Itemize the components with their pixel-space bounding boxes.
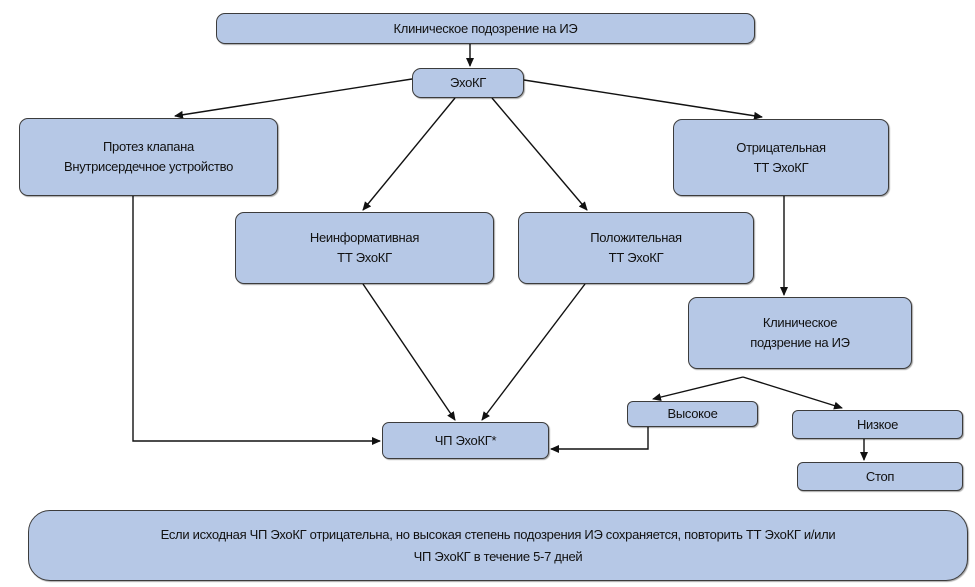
node-label-line-1: Неинформативная <box>309 230 420 245</box>
edge-clinical-low <box>742 376 843 410</box>
node-label-line-2: ТТ ЭхоКГ <box>753 159 809 175</box>
node-label-line-2: подзрение на ИЭ <box>750 335 850 350</box>
node-label-line-2: Внутрисердечное устройство <box>63 159 234 174</box>
edge-echo-noninformative <box>362 97 456 211</box>
edge-echo-positive <box>491 97 588 211</box>
edge-echo-prosthesis <box>174 78 413 119</box>
node-label-line-1: Положительная <box>590 230 682 245</box>
node-low: Низкое <box>792 410 963 439</box>
node-label-line-1: Клиническое <box>762 315 838 330</box>
node-label-line-1: Протез клапана <box>103 139 194 154</box>
node-clinical-suspicion-start: Клиническое подозрение на ИЭ <box>216 13 755 44</box>
edge-prosthesis-tee <box>132 196 381 445</box>
note-line-2: ЧП ЭхоКГ в течение 5-7 дней <box>413 548 583 564</box>
edge-high-tee <box>550 427 649 453</box>
edge-positive-tee <box>481 283 586 421</box>
node-tee: ЧП ЭхоКГ* <box>382 422 549 459</box>
node-label-line-2: ТТ ЭхоКГ <box>608 250 664 265</box>
edge-clinical-high <box>652 376 744 401</box>
note-line-1: Если исходная ЧП ЭхоКГ отрицательна, но … <box>160 526 836 542</box>
node-label: Низкое <box>856 416 899 432</box>
node-label: ЭхоКГ <box>449 75 487 90</box>
node-high: Высокое <box>627 401 758 427</box>
node-positive-tte: Положительная ТТ ЭхоКГ <box>518 212 754 284</box>
node-label-line-1: Отрицательная <box>736 139 826 155</box>
node-negative-tte: Отрицательная ТТ ЭхоКГ <box>673 119 889 196</box>
edge-echo-negative <box>523 79 763 120</box>
note-box: Если исходная ЧП ЭхоКГ отрицательна, но … <box>28 510 968 581</box>
node-prosthesis: Протез клапана Внутрисердечное устройств… <box>19 118 278 196</box>
node-clinical-suspicion-repeat: Клиническое подзрение на ИЭ <box>688 297 912 369</box>
node-label: Клиническое подозрение на ИЭ <box>393 20 578 36</box>
node-label: Высокое <box>667 406 718 421</box>
node-label: ЧП ЭхоКГ* <box>434 432 497 448</box>
node-noninformative-tte: Неинформативная ТТ ЭхоКГ <box>235 212 494 284</box>
edge-noninformative-tee <box>362 283 456 421</box>
node-stop: Стоп <box>797 462 963 491</box>
node-echocardiography: ЭхоКГ <box>412 68 524 98</box>
node-label-line-2: ТТ ЭхоКГ <box>337 250 392 265</box>
node-label: Стоп <box>865 468 895 484</box>
